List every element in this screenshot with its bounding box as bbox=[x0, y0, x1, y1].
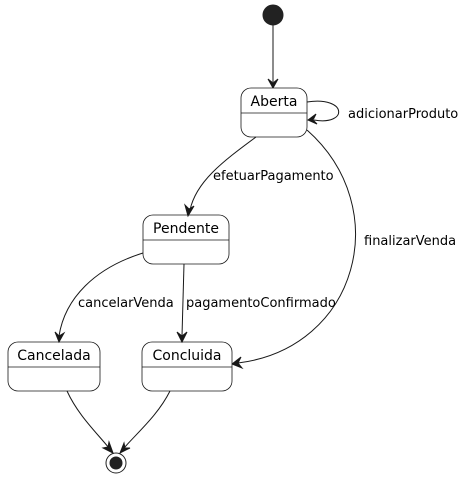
initial-state-node bbox=[262, 4, 284, 26]
label-adicionar-produto: adicionarProduto bbox=[348, 107, 458, 122]
edge-concluida-to-end bbox=[119, 390, 171, 455]
edge-aberta-to-concluida: finalizarVenda bbox=[231, 129, 456, 370]
state-aberta-label: Aberta bbox=[251, 94, 298, 110]
label-cancelar-venda: cancelarVenda bbox=[78, 296, 174, 311]
state-aberta: Aberta bbox=[240, 87, 308, 138]
state-cancelada-label: Cancelada bbox=[17, 348, 90, 364]
edge-pendente-to-cancelada: cancelarVenda bbox=[54, 252, 174, 344]
edge-aberta-to-pendente: efetuarPagamento bbox=[184, 136, 334, 218]
label-efetuar-pagamento: efetuarPagamento bbox=[213, 169, 334, 184]
state-pendente-label: Pendente bbox=[153, 221, 219, 237]
state-concluida-label: Concluida bbox=[152, 348, 221, 364]
state-cancelada: Cancelada bbox=[7, 341, 101, 392]
label-finalizar-venda: finalizarVenda bbox=[364, 234, 456, 249]
edge-cancelada-to-end bbox=[66, 390, 114, 455]
label-pagamento-confirmado: pagamentoConfirmado bbox=[186, 296, 336, 311]
edge-aberta-self-loop: adicionarProduto bbox=[306, 100, 458, 125]
final-state-node bbox=[105, 452, 127, 474]
edge-pendente-to-concluida: pagamentoConfirmado bbox=[176, 263, 336, 344]
edge-start-to-aberta bbox=[267, 25, 279, 90]
state-pendente: Pendente bbox=[142, 214, 230, 265]
state-concluida: Concluida bbox=[141, 341, 233, 392]
